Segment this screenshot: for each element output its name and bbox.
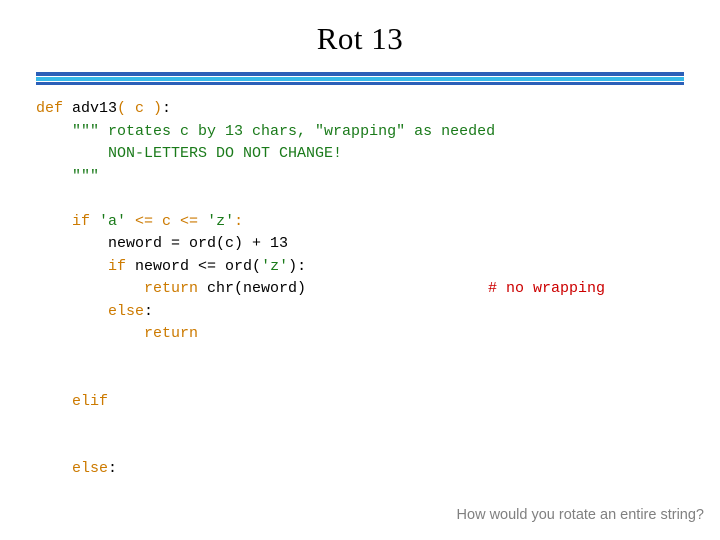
- divider-bar-bottom: [36, 82, 684, 85]
- code-token-plain: :: [162, 100, 172, 117]
- code-token-str: 'z': [261, 257, 289, 275]
- code-trailing-comment: # no wrapping: [488, 280, 606, 297]
- divider-bar-top: [36, 72, 684, 76]
- code-token-str: """ rotates c by 13 chars, "wrapping" as…: [72, 122, 496, 140]
- code-token-str: 'a': [99, 212, 127, 230]
- code-token-str: """: [72, 167, 100, 185]
- code-token-plain: [36, 123, 72, 140]
- code-token-str: 'z': [207, 212, 235, 230]
- code-line: else:: [36, 458, 696, 481]
- code-token-plain: [36, 258, 108, 275]
- code-token-plain: [36, 325, 144, 342]
- page-title: Rot 13: [316, 21, 404, 56]
- code-token-plain: [36, 213, 72, 230]
- code-line: if neword <= ord('z'):: [36, 256, 696, 279]
- code-line: return: [36, 323, 696, 346]
- code-token-plain: neword = ord(c) + 13: [36, 235, 289, 252]
- code-token-kw: if: [108, 257, 136, 275]
- code-token-plain: [36, 280, 144, 297]
- code-line: elif: [36, 391, 696, 414]
- code-token-plain: chr(neword): [207, 280, 307, 297]
- code-line: if 'a' <= c <= 'z':: [36, 211, 696, 234]
- code-line: """: [36, 166, 696, 189]
- footer-note: How would you rotate an entire string?: [456, 507, 704, 523]
- code-token-plain: [36, 303, 108, 320]
- code-line: [36, 368, 696, 391]
- code-token-plain: [36, 460, 72, 477]
- code-token-kw: :: [234, 212, 244, 230]
- code-token-plain: neword <= ord(: [135, 257, 262, 275]
- code-line: def adv13( c ):: [36, 98, 696, 121]
- code-token-kw: else: [108, 302, 145, 320]
- code-block: def adv13( c ): """ rotates c by 13 char…: [36, 98, 696, 481]
- code-token-plain: :: [144, 302, 154, 320]
- code-token-kw: elif: [72, 392, 109, 410]
- code-token-kw: return: [144, 325, 199, 342]
- code-token-kw: ( c ): [117, 100, 163, 117]
- code-token-plain: [36, 393, 72, 410]
- code-token-kw: else: [72, 460, 109, 477]
- code-line: """ rotates c by 13 chars, "wrapping" as…: [36, 121, 696, 144]
- code-token-str: NON-LETTERS DO NOT CHANGE!: [108, 145, 343, 162]
- code-line: neword = ord(c) + 13: [36, 233, 696, 256]
- code-token-plain: ):: [288, 257, 307, 275]
- code-token-kw: if: [72, 212, 100, 230]
- code-token-plain: :: [108, 460, 118, 477]
- code-token-kw: return: [144, 280, 208, 297]
- code-token-plain: adv13: [72, 100, 118, 117]
- code-line: [36, 436, 696, 459]
- code-token-kw: def: [36, 100, 73, 117]
- code-line: [36, 413, 696, 436]
- divider-bar-middle: [36, 77, 684, 81]
- code-line: [36, 188, 696, 211]
- code-token-plain: [36, 145, 108, 162]
- code-line: return chr(neword) # no wrapping: [36, 278, 696, 301]
- code-line: [36, 346, 696, 369]
- code-token-plain: [36, 168, 72, 185]
- code-token-kw: <= c <=: [126, 212, 208, 230]
- code-line: else:: [36, 301, 696, 324]
- code-line: NON-LETTERS DO NOT CHANGE!: [36, 143, 696, 166]
